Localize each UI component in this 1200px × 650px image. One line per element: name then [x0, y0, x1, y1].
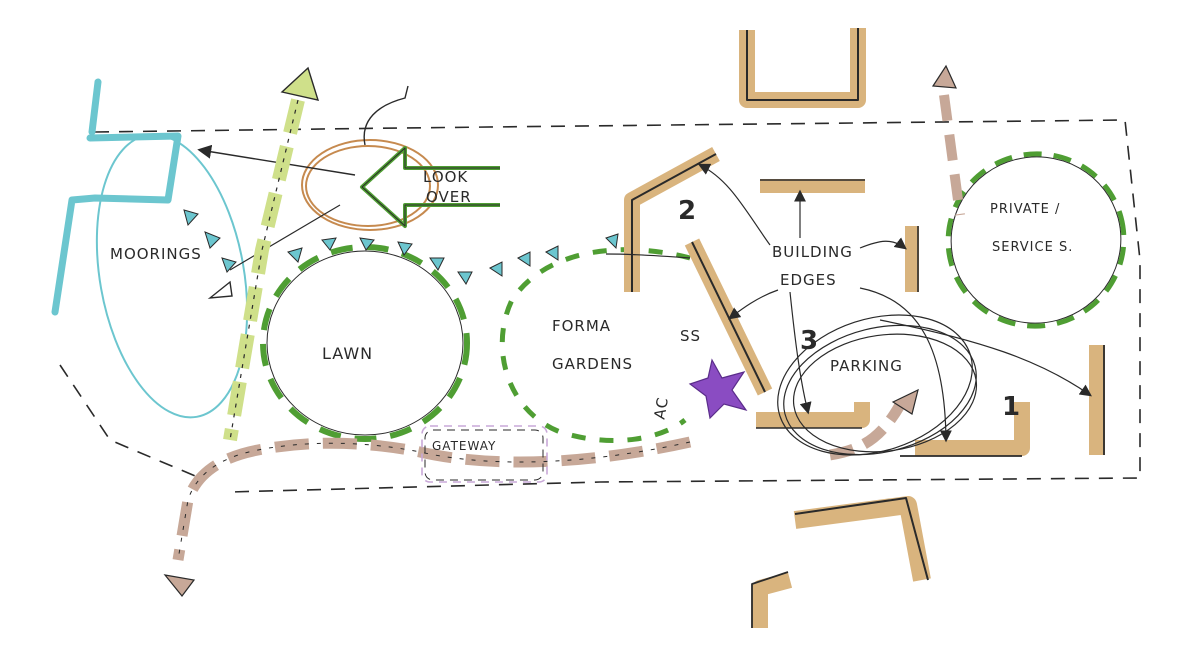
- waterfront-edge: [51, 78, 182, 316]
- access-star: [688, 358, 748, 420]
- look-over-pointer: [363, 85, 409, 146]
- private-service-zone: [945, 151, 1127, 329]
- movement-markers: [183, 209, 619, 285]
- building-number-1: 1: [1002, 392, 1021, 422]
- private-service-label-line1: PRIVATE /: [990, 202, 1061, 217]
- annotation-leaders: [605, 163, 1092, 443]
- view-line-lower: [229, 204, 341, 271]
- access-label-line2: AC: [650, 395, 673, 421]
- moorings-label: MOORINGS: [110, 245, 202, 263]
- look-over-zone: [301, 139, 439, 231]
- building-number-2: 2: [678, 196, 697, 226]
- access-label-line1: SS: [680, 327, 702, 345]
- gateway-box: [421, 425, 548, 483]
- look-over-label-line2: OVER: [426, 188, 472, 206]
- pedestrian-spine: [223, 66, 320, 442]
- parking-zone: [777, 314, 978, 456]
- lawn-zone: [260, 244, 470, 442]
- formal-gardens-label-line2: GARDENS: [552, 355, 634, 373]
- site-boundary: [59, 119, 1141, 493]
- gateway-label: GATEWAY: [432, 439, 497, 453]
- service-route: [931, 64, 965, 216]
- lawn-label: LAWN: [322, 344, 374, 363]
- look-over-label-line1: LOOK: [423, 168, 469, 186]
- formal-gardens-label-line1: FORMA: [552, 317, 612, 335]
- private-service-label-line2: SERVICE S.: [992, 240, 1074, 255]
- formal-gardens-zone: [499, 247, 691, 443]
- mooring-marker: [207, 280, 233, 299]
- parking-label: PARKING: [830, 357, 903, 375]
- building-number-3: 3: [800, 326, 819, 356]
- building-edges-label-line1: BUILDING: [772, 243, 853, 261]
- building-edges-label-line2: EDGES: [780, 271, 837, 289]
- moorings-zone: [95, 133, 249, 419]
